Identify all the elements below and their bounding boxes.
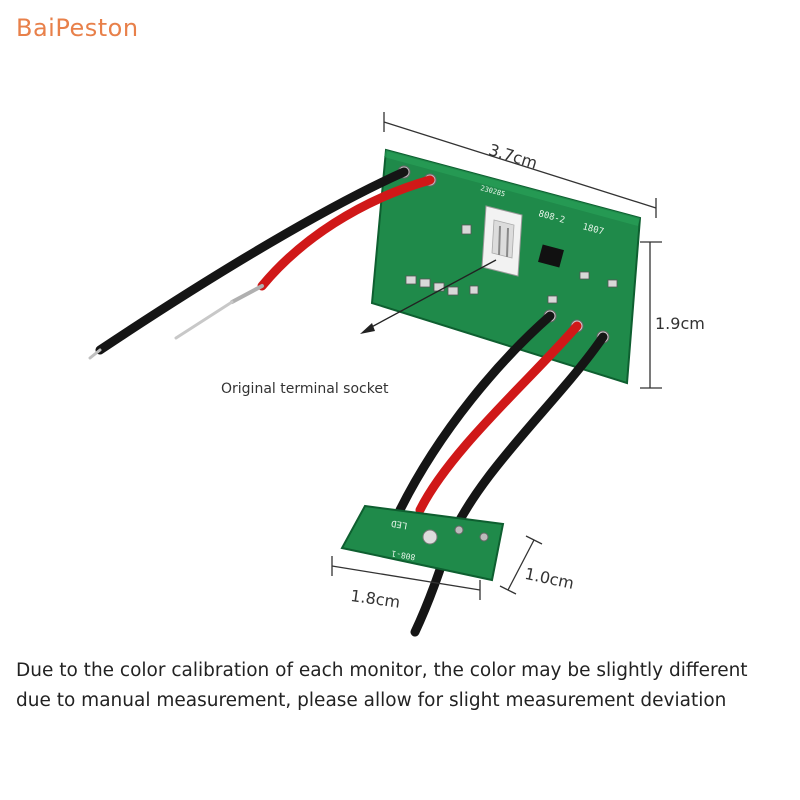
socket-caption: Original terminal socket [221, 381, 389, 397]
terminal-socket [481, 205, 523, 277]
wires-between-boards [395, 311, 608, 637]
disclaimer-note: Due to the color calibration of each mon… [16, 656, 786, 716]
socket-arrow [360, 259, 497, 334]
dimension-line-small-width [331, 556, 481, 600]
small-led-label: LED [390, 517, 408, 530]
dimension-line-width [383, 112, 657, 218]
product-photo: 808-2 1807 230285 LED 808-1 [88, 112, 662, 637]
brand-logo-text: BaiPeston [16, 14, 139, 42]
disclaimer-line-2: due to manual measurement, please allow … [16, 690, 727, 711]
dimension-line-small-height [499, 535, 543, 595]
small-led-pcb: LED 808-1 [340, 504, 505, 582]
dimension-height-label: 1.9cm [655, 314, 705, 333]
disclaimer-line-1: Due to the color calibration of each mon… [16, 660, 748, 681]
dimension-line-height [640, 241, 662, 389]
small-model-label: 808-1 [391, 549, 416, 562]
wires-main-left [88, 167, 435, 360]
